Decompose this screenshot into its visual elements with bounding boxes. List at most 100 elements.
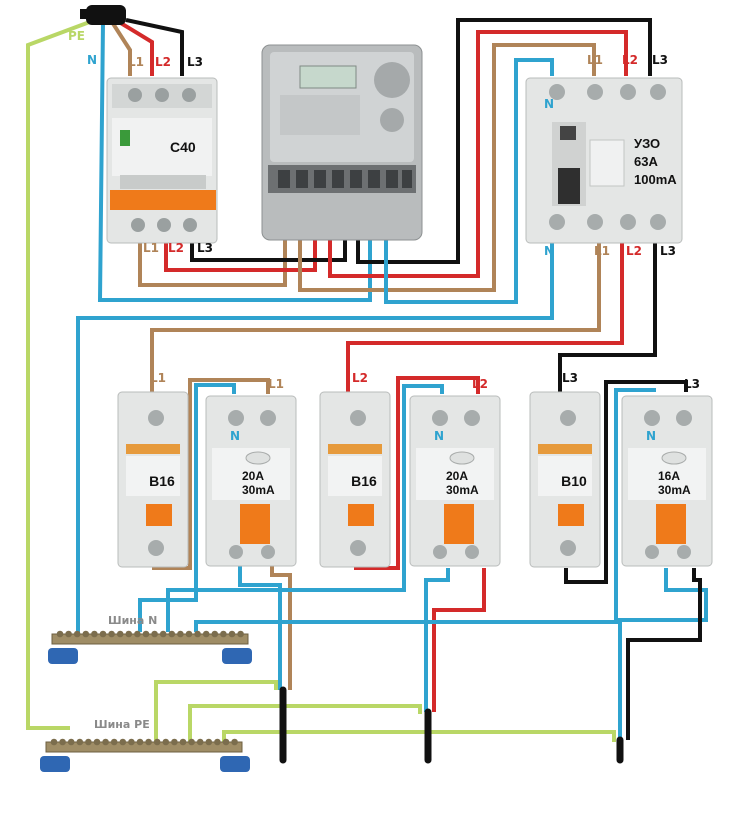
group-rcd-sensitivity: 30mA <box>242 483 275 497</box>
terminal-screw-icon <box>119 738 127 746</box>
terminal-screw-icon <box>549 84 565 100</box>
rcd-main-top-l1: L1 <box>587 53 603 67</box>
wire-n-rcd1-out <box>238 562 282 690</box>
group-rcd-rating: 20A <box>242 469 264 483</box>
wire-l3-rcd-out <box>558 238 657 392</box>
group-rcd-phase-label: L1 <box>268 377 284 391</box>
wire-l3-input <box>125 18 184 76</box>
rcd-main-top-n: N <box>544 97 554 111</box>
electricity-meter <box>261 44 423 241</box>
group-breaker-rating: B16 <box>351 473 377 489</box>
terminal-screw-icon <box>222 738 230 746</box>
terminal-screw-icon <box>59 738 66 746</box>
terminal-screw-icon <box>168 630 176 638</box>
terminal-screw-icon <box>125 630 133 638</box>
wire-l1-input <box>110 20 132 76</box>
bus-n[interactable] <box>48 630 252 664</box>
terminal-screw-icon <box>134 630 141 638</box>
terminal-screw-icon <box>194 630 201 638</box>
terminal-screw-icon <box>261 545 275 559</box>
wire-n-rcd3-out <box>618 568 708 740</box>
rcd-main-line1: УЗО <box>634 136 660 151</box>
group-rcd-n-label: N <box>230 429 240 443</box>
terminal-screw-icon <box>157 218 171 232</box>
terminal-screw-icon <box>93 738 101 746</box>
terminal-screw-icon <box>644 410 660 426</box>
terminal-screw-icon <box>65 630 72 638</box>
main-breaker-c40[interactable]: C40 <box>106 77 218 244</box>
bus-pe[interactable] <box>40 738 250 772</box>
test-button-icon <box>560 126 576 140</box>
toggle-handle-icon <box>444 504 474 544</box>
terminal-screw-icon <box>432 410 448 426</box>
terminal-screw-icon <box>85 738 92 746</box>
bus-n-label: Шина N <box>108 614 157 627</box>
group-rcd-sensitivity: 30mA <box>658 483 691 497</box>
rcd-main-bottom-l3: L3 <box>660 244 676 258</box>
terminal-screw-icon <box>237 630 244 638</box>
group-breaker-rating: B16 <box>149 473 175 489</box>
test-button-icon <box>245 451 271 465</box>
toggle-handle-icon <box>348 504 374 526</box>
terminal-screw-icon <box>220 630 227 638</box>
rcd-main-top-l2: L2 <box>622 53 638 67</box>
consumer-cables <box>279 686 624 764</box>
wire-pe-g1 <box>154 680 278 742</box>
terminal-screw-icon <box>228 630 236 638</box>
terminal-screw-icon <box>650 84 666 100</box>
wire-l1-meter-rcd <box>298 43 596 292</box>
terminal-screw-icon <box>136 738 144 746</box>
test-button-icon <box>449 451 475 465</box>
terminal-screw-icon <box>145 738 152 746</box>
bus-pe-label: Шина PE <box>94 718 150 731</box>
group-breaker-2[interactable]: B16 <box>319 391 391 568</box>
c40-bottom-l2: L2 <box>168 241 184 255</box>
rcd-main-bottom-n: N <box>544 244 554 258</box>
wire-l2-b16-rcd2 <box>354 376 480 570</box>
terminal-screw-icon <box>205 738 213 746</box>
terminal-screw-icon <box>142 630 150 638</box>
rcd-main-line3: 100mA <box>634 172 677 187</box>
terminal-screw-icon <box>131 218 145 232</box>
terminal-screw-icon <box>465 545 479 559</box>
toggle-handle-icon <box>656 504 686 544</box>
terminal-screw-icon <box>231 738 238 746</box>
wire-n-busn-rcd1 <box>138 383 236 632</box>
toggle-handle-icon <box>240 504 270 544</box>
terminal-screw-icon <box>162 738 170 746</box>
terminal-screw-icon <box>620 214 636 230</box>
terminal-screw-icon <box>464 410 480 426</box>
terminal-screw-icon <box>50 738 58 746</box>
terminal-screw-icon <box>650 214 666 230</box>
terminal-screw-icon <box>196 738 204 746</box>
toggle-handle-icon <box>146 504 172 526</box>
group-breaker-3[interactable]: B10 <box>529 391 601 568</box>
input-pe-label: PE <box>68 29 85 43</box>
terminal-screw-icon <box>560 540 576 556</box>
terminal-screw-icon <box>185 630 193 638</box>
wire-l2-rcd-out <box>346 238 624 392</box>
terminal-screw-icon <box>82 630 90 638</box>
terminal-screw-icon <box>202 630 210 638</box>
terminal-screw-icon <box>171 738 178 746</box>
wire-n-rcd2-out <box>424 568 450 712</box>
group-rcd-n-label: N <box>646 429 656 443</box>
input-n-label: N <box>87 53 97 67</box>
group-devices: B16L120A30mANL1B16L220A30mANL2B10L316A30… <box>117 371 713 568</box>
group-breaker-1[interactable]: B16 <box>117 391 189 568</box>
terminal-screw-icon <box>76 738 84 746</box>
terminal-screw-icon <box>188 738 195 746</box>
terminal-screw-icon <box>128 738 135 746</box>
terminal-screw-icon <box>214 738 221 746</box>
rcd-main-top-l3: L3 <box>652 53 668 67</box>
wire-pe-input <box>26 18 96 730</box>
terminal-screw-icon <box>587 84 603 100</box>
c40-bottom-l1: L1 <box>143 241 159 255</box>
wire-l3-meter-rcd <box>356 18 652 264</box>
main-rcd[interactable]: УЗО 63А 100mA <box>525 77 683 244</box>
group-breaker-rating: B10 <box>561 473 587 489</box>
terminal-screw-icon <box>183 218 197 232</box>
